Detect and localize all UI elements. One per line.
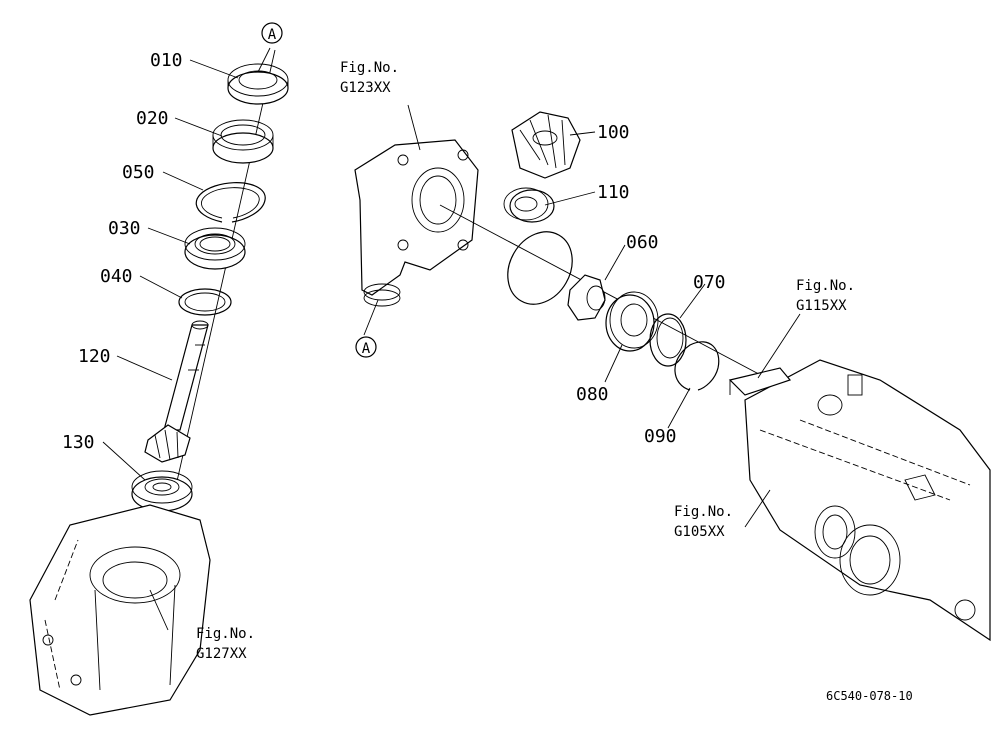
part-100-bevel-gear <box>511 111 581 179</box>
part-030-seal <box>184 227 246 270</box>
part-number-090: 090 <box>644 426 677 447</box>
fig-ref-g105: Fig.No. G105XX <box>674 504 733 540</box>
svg-text:G105XX: G105XX <box>674 524 725 540</box>
part-070-ring <box>649 313 687 367</box>
part-050-circlip <box>195 182 266 223</box>
part-number-030: 030 <box>108 218 141 239</box>
middle-axis-line <box>439 204 771 381</box>
marker-a-top: A <box>261 22 283 44</box>
part-number-020: 020 <box>136 108 169 129</box>
fig-ref-g115: Fig.No. G115XX <box>796 278 855 314</box>
part-number-100: 100 <box>597 122 630 143</box>
part-040-snap-ring <box>178 288 232 316</box>
part-number-130: 130 <box>62 432 95 453</box>
housing-g105 <box>728 359 991 642</box>
part-number-080: 080 <box>576 384 609 405</box>
svg-text:Fig.No.: Fig.No. <box>674 504 733 520</box>
fig-ref-g123: Fig.No. G123XX <box>340 60 399 96</box>
part-120-pinion-shaft <box>144 320 209 463</box>
part-number-070: 070 <box>693 272 726 293</box>
part-number-050: 050 <box>122 162 155 183</box>
svg-text:G123XX: G123XX <box>340 80 391 96</box>
housing-g127 <box>29 504 211 716</box>
svg-text:Fig.No.: Fig.No. <box>796 278 855 294</box>
part-number-120: 120 <box>78 346 111 367</box>
svg-text:G115XX: G115XX <box>796 298 847 314</box>
fig-ref-g127: Fig.No. G127XX <box>196 626 255 662</box>
svg-text:A: A <box>268 27 277 43</box>
housing-g123 <box>354 139 479 307</box>
part-110-bearing <box>503 187 555 223</box>
drawing-code: 6C540-078-10 <box>826 689 913 703</box>
part-130-bearing <box>131 470 193 512</box>
part-010-cap <box>227 63 289 105</box>
part-060-gear <box>567 274 606 321</box>
svg-text:Fig.No.: Fig.No. <box>340 60 399 76</box>
part-number-040: 040 <box>100 266 133 287</box>
part-number-010: 010 <box>150 50 183 71</box>
leader-lines <box>102 47 801 631</box>
svg-text:A: A <box>362 341 371 357</box>
svg-text:G127XX: G127XX <box>196 646 247 662</box>
part-020-ring <box>212 119 274 164</box>
o-ring <box>507 231 573 305</box>
marker-a-bottom: A <box>355 336 377 358</box>
part-number-060: 060 <box>626 232 659 253</box>
part-090-circlip <box>674 341 720 391</box>
svg-text:Fig.No.: Fig.No. <box>196 626 255 642</box>
part-number-110: 110 <box>597 182 630 203</box>
